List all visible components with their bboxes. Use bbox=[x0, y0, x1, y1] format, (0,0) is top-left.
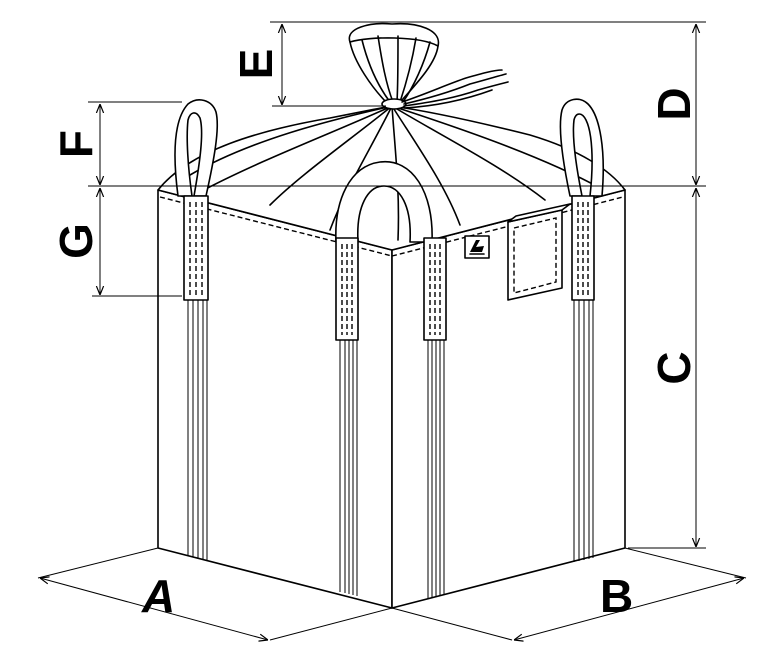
dimension-labels: A B C D E F G bbox=[50, 49, 700, 622]
filling-spout bbox=[348, 22, 509, 110]
spout-body bbox=[348, 22, 440, 105]
spout-tie-knot bbox=[381, 98, 407, 110]
label-tag bbox=[464, 235, 490, 259]
label-c: C bbox=[648, 351, 700, 384]
dimension-line-a bbox=[40, 578, 268, 640]
label-f: F bbox=[50, 130, 102, 158]
label-g: G bbox=[50, 223, 102, 259]
dimension-lines bbox=[37, 21, 747, 640]
corner-straps bbox=[183, 195, 595, 598]
document-pocket bbox=[507, 203, 571, 301]
spout-tie-string bbox=[403, 73, 507, 105]
pocket-outline bbox=[507, 209, 563, 301]
label-e: E bbox=[230, 49, 282, 80]
lifting-loop-front bbox=[335, 160, 433, 243]
label-d: D bbox=[648, 87, 700, 120]
lifting-loop-back-right bbox=[559, 98, 605, 197]
dimension-line-b bbox=[514, 578, 744, 640]
bag-body bbox=[157, 189, 626, 609]
lifting-loops bbox=[174, 98, 605, 243]
label-b: B bbox=[600, 570, 633, 622]
label-a: A bbox=[141, 570, 175, 622]
